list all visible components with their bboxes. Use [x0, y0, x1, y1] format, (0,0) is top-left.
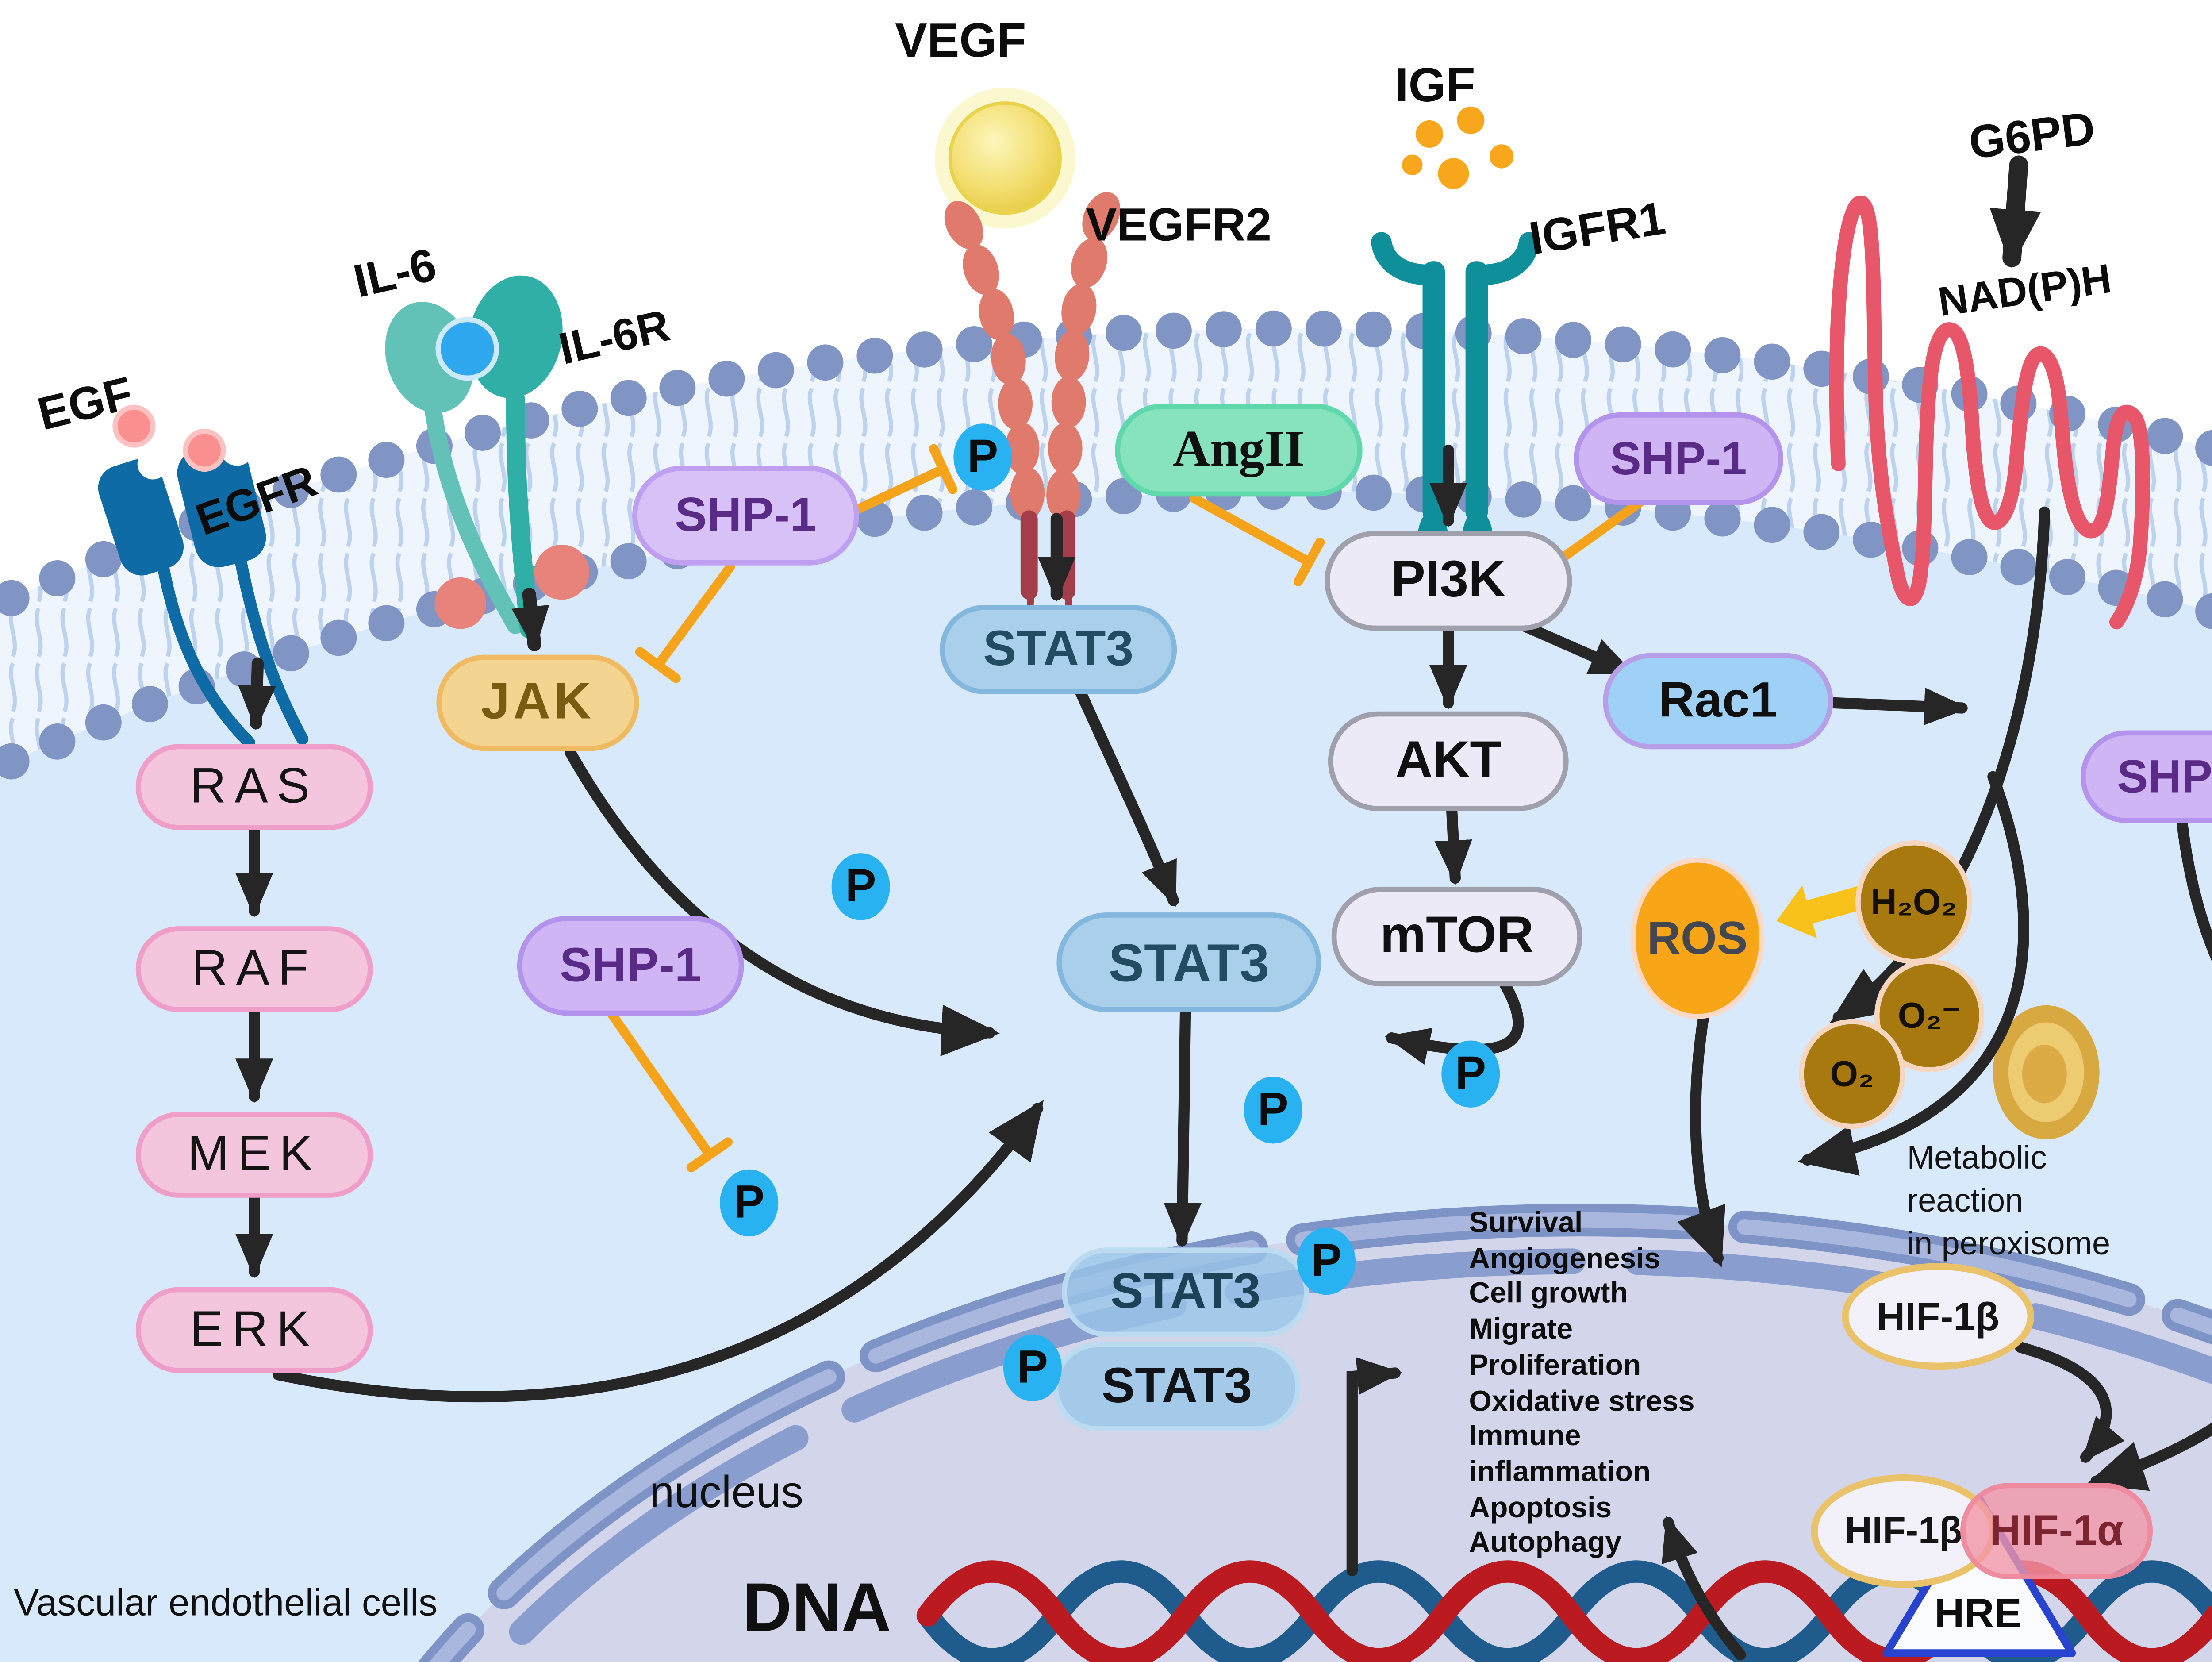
gene-outcome: Cell growth [1469, 1277, 1628, 1310]
vegfr2-label: VEGFR2 [1086, 199, 1271, 251]
hre-label: HRE [1934, 1591, 2022, 1638]
peroxisome-note-line: in peroxisome [1907, 1227, 2111, 1263]
phospho-below-shp1: P [720, 1169, 779, 1237]
node-ras: RAS [135, 744, 373, 830]
node-stat3-nucleus-1: STAT3 [1062, 1247, 1310, 1337]
node-shp1-right: SHP-1 [2080, 730, 2212, 823]
activation-arrows [235, 444, 2212, 1661]
node-raf: RAF [135, 926, 373, 1012]
gene-outcome: Migrate [1469, 1313, 1573, 1346]
phospho-mid-left: P [831, 853, 890, 920]
gene-outcome: Oxidative stress [1469, 1384, 1695, 1417]
gene-outcome: Survival [1469, 1206, 1583, 1239]
g6pd-arrow [1989, 155, 2041, 268]
node-stat3-upper: STAT3 [940, 604, 1177, 694]
gene-outcome: inflammation [1469, 1455, 1651, 1488]
dna-label: DNA [742, 1570, 891, 1647]
node-angii: AngII [1115, 404, 1363, 497]
inhibition-lines [607, 444, 1646, 1173]
node-akt: AKT [1328, 711, 1569, 812]
node-o2: O₂ [1799, 1019, 1905, 1129]
vegf-label: VEGF [895, 14, 1026, 67]
nadph-oxidase-icon [1829, 195, 2150, 630]
node-stat3-nucleus-2: STAT3 [1053, 1342, 1301, 1431]
cell-type-label: Vascular endothelial cells [14, 1581, 438, 1624]
igf-ligand-dots [1402, 106, 1514, 189]
node-jak: JAK [436, 654, 639, 751]
peroxisome-note-line: reaction [1907, 1184, 2024, 1220]
node-mek: MEK [135, 1112, 373, 1198]
phospho-stat3-nucleus-1: P [1297, 1227, 1356, 1295]
peroxisome-note: Metabolic reaction in peroxisome [1907, 1138, 2110, 1266]
peroxisome-icon [1993, 1005, 2100, 1139]
node-pi3k: PI3K [1325, 531, 1572, 631]
node-h2o2: H₂O₂ [1855, 840, 1973, 964]
node-hif1b-upper: HIF-1β [1842, 1263, 2035, 1370]
gene-outcome-list: Survival Angiogenesis Cell growth Migrat… [1469, 1206, 1694, 1562]
node-shp1-upper-left: SHP-1 [632, 466, 859, 566]
peroxisome-note-line: Metabolic [1907, 1141, 2047, 1177]
nucleus-region [419, 1204, 2212, 1662]
node-erk: ERK [135, 1287, 373, 1373]
gene-outcome: Immune [1469, 1420, 1581, 1453]
node-rac1: Rac1 [1603, 653, 1833, 750]
phospho-mtor: P [1441, 1040, 1500, 1108]
vegfr2-receptor-icon [934, 88, 1121, 639]
gene-outcome: Proliferation [1469, 1348, 1641, 1381]
node-shp1-near-pi3k: SHP-1 [1574, 412, 1784, 505]
ros-generation-arrow [1776, 884, 1873, 939]
node-hif1a-on-dna: HIF-1α [1960, 1483, 2153, 1579]
gene-outcome: Autophagy [1469, 1526, 1622, 1559]
phospho-stat3-center: P [1244, 1077, 1302, 1144]
node-shp1-mid-left: SHP-1 [517, 916, 744, 1016]
phospho-stat3-nucleus-2: P [1003, 1334, 1062, 1401]
igf-label: IGF [1395, 58, 1475, 112]
node-mtor: mTOR [1331, 886, 1582, 987]
gene-outcome: Apoptosis [1469, 1491, 1612, 1524]
node-stat3-center: STAT3 [1056, 912, 1321, 1012]
node-ros: ROS [1630, 857, 1765, 1019]
gene-outcome: Angiogenesis [1469, 1242, 1661, 1275]
egfr-receptor-icon [98, 404, 309, 749]
phospho-vegfr2: P [953, 423, 1012, 491]
nucleus-label: nucleus [649, 1466, 804, 1518]
